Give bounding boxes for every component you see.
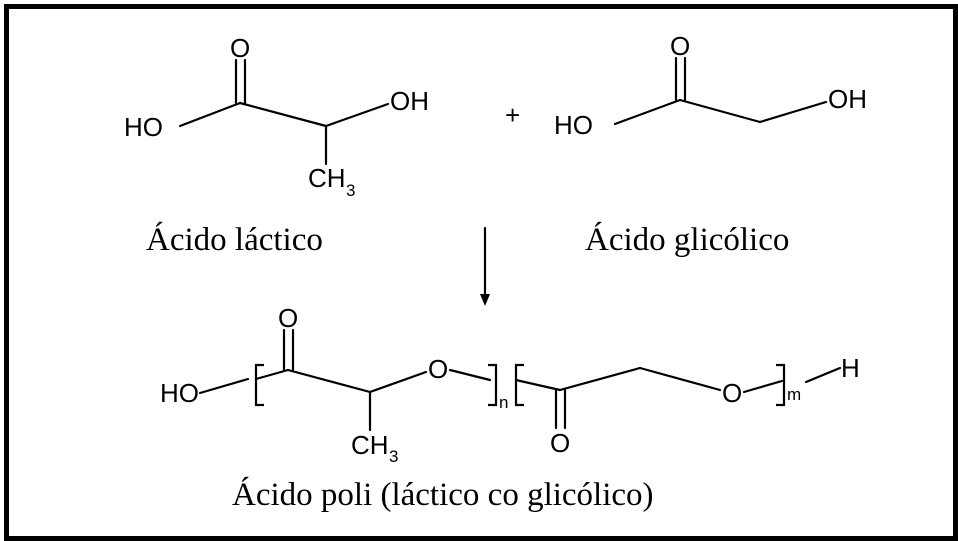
bond-to-carbonyl	[254, 368, 290, 381]
subscript-m: m	[787, 385, 801, 404]
subscript-3: 3	[346, 181, 355, 200]
bond-to-carbonyl-2	[514, 378, 562, 392]
bond-ho-c1	[613, 98, 682, 126]
bond-c1-c2	[286, 368, 372, 394]
plga-structure: HO O CH 3 O n O O m H	[160, 303, 860, 466]
bond-c1-c2	[678, 98, 762, 124]
atom-oh: OH	[828, 84, 867, 114]
bond-ho-bracket	[198, 377, 250, 395]
lactic-acid-structure: HO O OH CH 3	[124, 33, 429, 200]
diagram-frame	[4, 4, 958, 541]
plga-label: Ácido poli (láctico co glicólico)	[232, 476, 654, 513]
atom-oh: OH	[390, 86, 429, 116]
bracket-close-lactide	[488, 363, 498, 407]
atom-o: O	[670, 31, 690, 61]
atom-o-ester-1: O	[428, 354, 448, 384]
bond-ch2-o	[638, 366, 722, 392]
bracket-open-lactide	[254, 363, 264, 407]
bond-c2-oh	[758, 100, 828, 124]
atom-ch: CH	[351, 430, 389, 460]
plus-sign: +	[505, 100, 520, 130]
atom-ho: HO	[160, 378, 199, 408]
arrow-head	[480, 294, 490, 306]
atom-o: O	[230, 33, 250, 63]
atom-o-ester-2: O	[722, 378, 742, 408]
bracket-open-glycolide	[514, 363, 524, 407]
atom-h: H	[841, 353, 860, 383]
bond-bracket-h	[804, 366, 842, 384]
glycolic-acid-structure: HO O OH	[554, 31, 867, 140]
bond-ho-c1	[178, 101, 242, 128]
subscript-3: 3	[389, 447, 398, 466]
reaction-arrow	[480, 226, 490, 306]
glycolic-acid-label: Ácido glicólico	[585, 221, 789, 258]
bond-c2-o	[368, 370, 428, 394]
atom-o-bottom: O	[550, 428, 570, 458]
atom-o-top: O	[278, 303, 298, 333]
atom-ch: CH	[308, 163, 346, 193]
bond-c2-oh	[324, 102, 390, 128]
subscript-n: n	[499, 393, 508, 412]
bracket-close-glycolide	[776, 363, 786, 407]
atom-ho: HO	[554, 110, 593, 140]
bond-c1-ch2	[558, 366, 642, 392]
bond-o-bracket-2	[742, 379, 784, 394]
bond-o-bracket	[448, 368, 492, 382]
lactic-acid-label: Ácido láctico	[146, 221, 323, 258]
atom-ho: HO	[124, 112, 163, 142]
bond-c1-c2	[238, 101, 328, 128]
